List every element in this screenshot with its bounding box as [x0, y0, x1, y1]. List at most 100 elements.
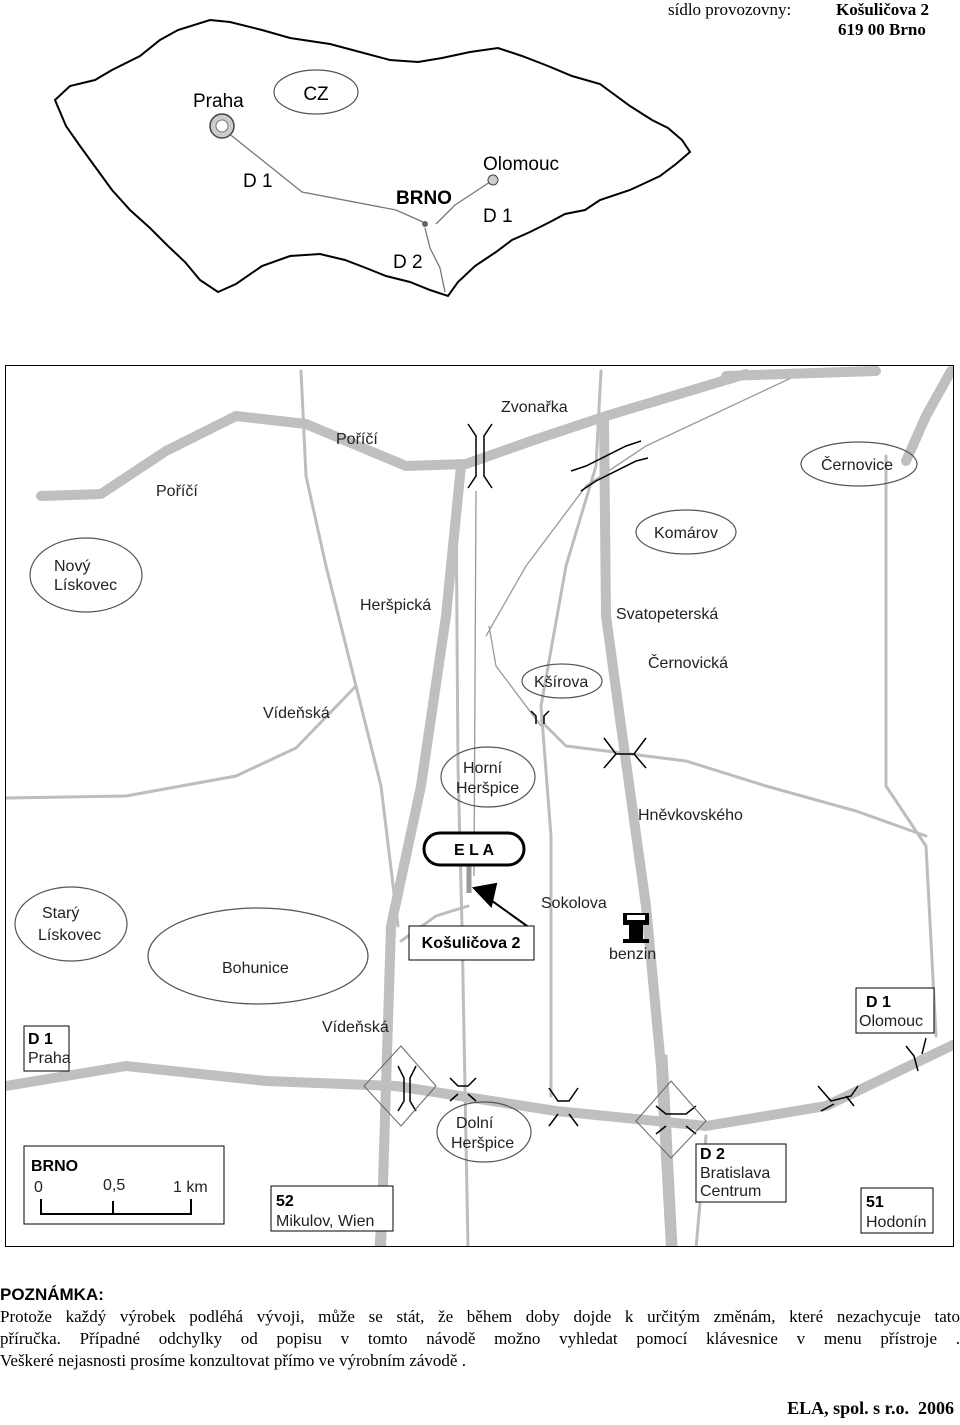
olomouc-label: Olomouc: [483, 154, 559, 175]
fuel-station-icon: [623, 913, 649, 943]
street-videnska-1: Vídeňská: [263, 705, 330, 722]
location-arrow-icon: [472, 882, 535, 932]
street-thin-left: [6, 684, 358, 800]
exit-d2-city-1: Bratislava: [700, 1165, 770, 1182]
rail-line-2: [488, 625, 542, 727]
exit-52: [270, 1185, 394, 1232]
bridge-icon: [603, 737, 647, 769]
olomouc-marker: [487, 174, 499, 186]
address-box: [408, 925, 535, 961]
exit-d2-road: D 2: [700, 1146, 725, 1163]
d1-east-line: [435, 179, 494, 225]
office-address: sídlo provozovny:Košuličova 2 619 00 Brn…: [668, 0, 929, 40]
district-kstirova: [521, 663, 603, 699]
exit-d1-olomouc-city: Olomouc: [859, 1013, 923, 1030]
district-label-stary-liskovec-1: Starý: [42, 905, 79, 922]
note-line: Protože každý výrobek podléhá vývoji, mů…: [0, 1307, 960, 1326]
rail-line-1: [485, 370, 807, 637]
bridge-icon: [905, 1037, 927, 1072]
road-d1: [6, 1039, 953, 1131]
footer-company: ELA, spol. s r.o.: [787, 1398, 909, 1418]
street-videnska-thin: [299, 369, 400, 928]
note-line: příručka. Případné odchylky od popisu v …: [0, 1329, 960, 1348]
district-label-novy-liskovec-1: Nový: [54, 558, 90, 575]
street-porici-1: Poříčí: [336, 431, 378, 448]
bridge-icon: [570, 440, 649, 492]
exit-d1-olomouc-road: D 1: [866, 994, 891, 1011]
district-label-dolni-herspice-1: Dolní: [456, 1115, 494, 1132]
street-thin-herspice: [454, 489, 470, 1246]
road-d1-cernovice: [901, 366, 953, 466]
bridge-icon: [548, 1087, 579, 1127]
district-label-cernovice: Černovice: [821, 455, 893, 474]
ela-label: E L A: [454, 842, 494, 859]
scale-tick-1km: 1 km: [173, 1179, 208, 1196]
district-label-komarov: Komárov: [654, 525, 718, 542]
road-svatopeterska-major: [599, 416, 676, 1246]
exit-d1-praha-road: D 1: [28, 1031, 53, 1048]
district-novy-liskovec: [29, 537, 143, 613]
exit-d1-praha-city: Praha: [28, 1050, 71, 1067]
district-label-kstirova: Kšírova: [534, 674, 588, 691]
district-bohunice: [147, 907, 369, 1005]
office-city: 619 00 Brno: [838, 20, 926, 39]
street-hnevkovskeho: [539, 719, 928, 838]
bridge-icon: [397, 1065, 417, 1112]
exit-51-city: Hodonín: [866, 1214, 927, 1231]
brno-marker: [422, 221, 428, 227]
street-sokolova: Sokolova: [541, 895, 607, 912]
d1-west-line: [221, 127, 424, 223]
interchange-diamond: [635, 1080, 707, 1159]
city-map: E L A Košuličova 2 benzin Zvonařka Poříč…: [5, 365, 954, 1247]
scale-title: BRNO: [31, 1158, 78, 1175]
note-section: POZNÁMKA: Protože každý výrobek podléhá …: [0, 1284, 960, 1372]
bridge-icon: [467, 423, 493, 489]
district-dolni-herspice: [436, 1101, 532, 1163]
street-cernovicka: Černovická: [648, 653, 728, 672]
road-porici-east: [721, 366, 881, 381]
exit-52-road: 52: [276, 1193, 294, 1210]
district-horni-herspice: [440, 746, 536, 808]
street-hnevkovskeho: Hněvkovského: [638, 807, 743, 824]
street-thin-svatopeterska: [539, 369, 603, 1098]
street-thin-bottom: [664, 1054, 678, 1246]
exit-51-road: 51: [866, 1194, 884, 1211]
rail-line-3: [473, 490, 477, 877]
bridge-icon: [449, 1077, 477, 1102]
road-porici: [36, 369, 751, 501]
cz-label-ellipse: [273, 69, 359, 115]
d1-west-label: D 1: [243, 171, 273, 192]
d1-east-label: D 1: [483, 206, 513, 227]
exit-52-cities: Mikulov, Wien: [276, 1213, 374, 1230]
street-porici-2: Poříčí: [156, 483, 198, 500]
benzin-label: benzin: [609, 946, 656, 963]
street-thin-right: [884, 454, 938, 1038]
street-herspicka: Heršpická: [360, 597, 431, 614]
street-zvonarka: Zvonařka: [501, 399, 568, 416]
d2-line: [424, 227, 446, 293]
praha-label: Praha: [193, 91, 244, 112]
d2-label: D 2: [393, 252, 423, 273]
district-komarov: [635, 509, 737, 555]
district-label-dolni-herspice-2: Heršpice: [451, 1135, 514, 1152]
overview-map: CZ Praha Olomouc BRNO D 1 D 1 D 2: [53, 18, 692, 298]
road-videnska-major: [376, 461, 466, 1246]
footer-year: 2006: [918, 1398, 954, 1418]
exit-d1-praha: [23, 1025, 70, 1072]
ela-marker[interactable]: [422, 831, 526, 867]
district-cernovice: [800, 441, 918, 487]
scale-tick-0: 0: [34, 1179, 43, 1196]
bridge-icon: [817, 1085, 859, 1112]
exit-51: [860, 1187, 934, 1234]
district-label-bohunice: Bohunice: [222, 960, 289, 977]
office-street: Košuličova 2: [836, 0, 930, 19]
district-label-stary-liskovec-2: Lískovec: [38, 927, 101, 944]
district-label-novy-liskovec-2: Lískovec: [54, 577, 117, 594]
junction-icon: [530, 710, 550, 724]
exit-d2-city-2: Centrum: [700, 1183, 761, 1200]
brno-label: BRNO: [396, 188, 452, 209]
street-videnska-2: Vídeňská: [322, 1019, 389, 1036]
cz-label: CZ: [303, 84, 329, 105]
scale-bar: [40, 1199, 192, 1215]
exit-d2: [695, 1143, 787, 1203]
